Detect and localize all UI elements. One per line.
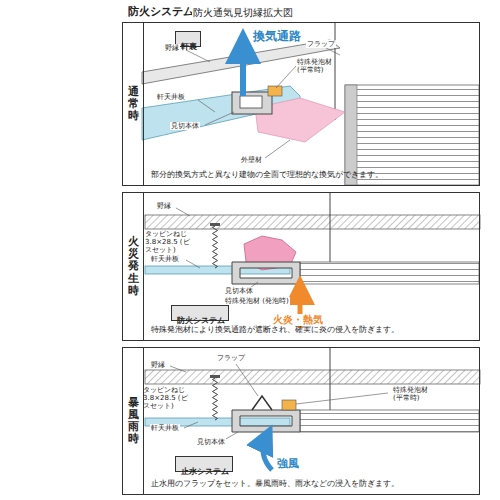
part-label: 見切本体	[224, 287, 254, 295]
title: 防火システム	[128, 6, 194, 19]
part-label: 軒天井板	[156, 93, 186, 101]
side-label: 通常時	[128, 86, 139, 122]
part-label: タッピンねじ 3.8×28.5 (ビスセット)	[144, 230, 194, 254]
part-label: フラップ	[216, 354, 246, 362]
part-label: 軒天井板	[150, 255, 180, 263]
storm-illustration	[145, 347, 480, 470]
caption: 止水用のフラップをセット。暴風雨時、雨水などの浸入を防ぎます。	[151, 478, 473, 489]
caption: 部分的換気方式と異なり建物の全面で理想的な換気ができます。	[151, 169, 473, 180]
part-label: 外壁材	[240, 156, 263, 164]
part-label: 特殊発泡材 (発泡時)	[224, 297, 290, 305]
box-label: 軒裏	[181, 41, 197, 52]
part-label: 見切本体	[196, 438, 226, 446]
part-label: 野縁	[156, 202, 172, 210]
part-label: 火炎・熱気	[272, 314, 324, 326]
system-label-box: 防火システム	[171, 305, 229, 321]
part-label: 防火通気見切縁拡大図	[192, 7, 294, 19]
side-strip: 通常時	[123, 23, 144, 185]
part-label: タッピンねじ 3.8×28.5 (ビスセット)	[142, 386, 192, 410]
side-label: 火災発生時	[128, 236, 139, 296]
box-label: 止水システム	[181, 466, 229, 477]
panel-band: 暴風雨時止水用のフラップをセット。暴風雨時、雨水などの浸入を防ぎます。止水システ…	[122, 347, 480, 495]
part-label: 見切本体	[170, 122, 200, 130]
side-strip: 火災発生時	[123, 193, 144, 340]
caption: 特殊発泡材により換気通路が遮断され、確実に炎の侵入を防ぎます。	[151, 324, 473, 335]
part-label: 野縁	[164, 44, 180, 52]
fire-illustration	[145, 192, 480, 328]
normal-illustration	[142, 22, 479, 185]
part-label: 特殊発泡材 (平常時)	[392, 386, 436, 402]
part-label: 特殊発泡材 (平常時)	[296, 58, 340, 74]
part-label: 軒天井板	[150, 424, 180, 432]
box-label: 防火システム	[177, 315, 225, 326]
system-label-box: 止水システム	[175, 456, 233, 472]
part-label: 野縁	[150, 361, 166, 369]
side-label: 暴風雨時	[128, 397, 139, 445]
part-label: 換気通路	[252, 30, 302, 44]
part-label: 強風	[276, 458, 300, 471]
part-label: フラップ	[306, 40, 336, 48]
side-strip: 暴風雨時	[123, 348, 144, 494]
